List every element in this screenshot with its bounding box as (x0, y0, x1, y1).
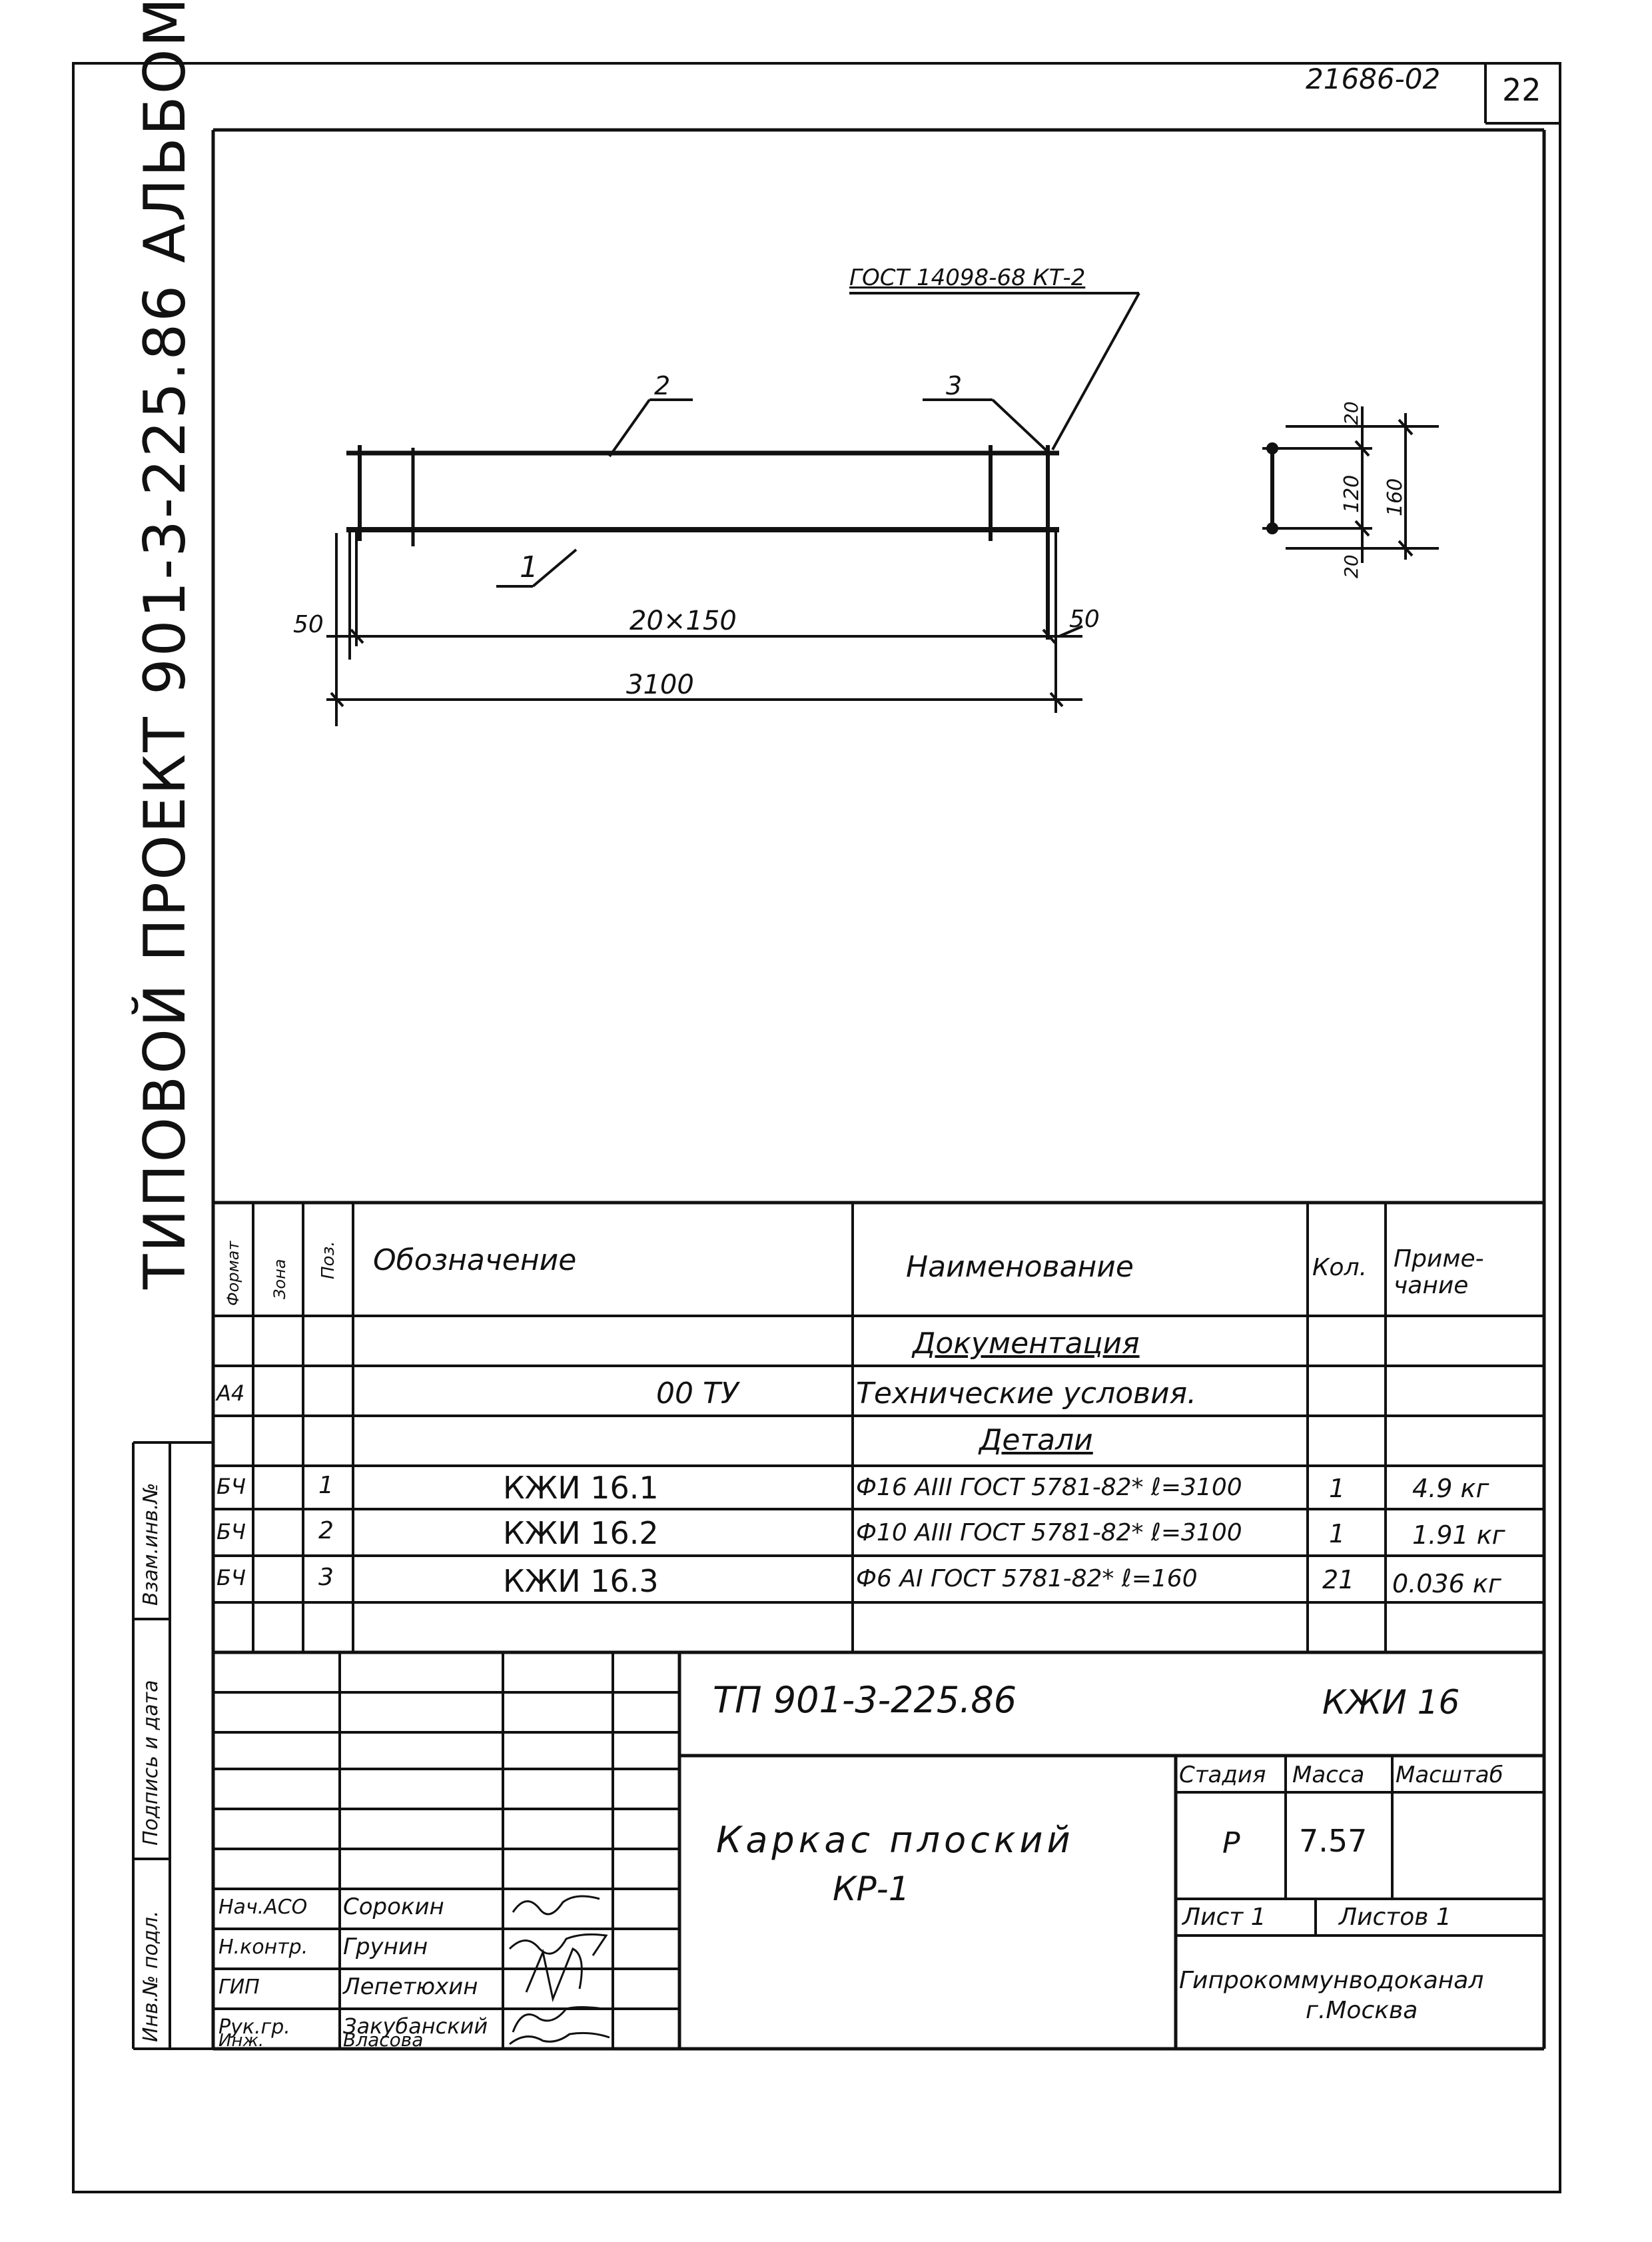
staff-name: Лепетюхин (343, 1973, 478, 2000)
row-designation: КЖИ 16.3 (503, 1563, 659, 1599)
section-parts: Детали (979, 1423, 1093, 1457)
dim-total: 3100 (626, 670, 694, 700)
row-format: БЧ (216, 1519, 246, 1544)
row-name: Ф10 АIII ГОСТ 5781-82* ℓ=3100 (856, 1519, 1242, 1546)
mass-label: Масса (1292, 1762, 1365, 1788)
row-note: 1.91 кг (1412, 1520, 1505, 1550)
margin-signature-date: Подпись и дата (139, 1680, 163, 1846)
col-format: Формат (224, 1241, 242, 1306)
col-designation: Обозначение (373, 1243, 577, 1277)
document-code: КЖИ 16 (1322, 1683, 1460, 1722)
staff-name: Закубанский (343, 2013, 488, 2039)
sheet-label: Лист 1 (1182, 1904, 1266, 1931)
row-name: Ф16 АIII ГОСТ 5781-82* ℓ=3100 (856, 1474, 1242, 1501)
row-format: БЧ (216, 1565, 246, 1590)
staff-name: Грунин (343, 1934, 428, 1960)
docs-designation: 00 ТУ (656, 1377, 739, 1410)
stage-value: Р (1222, 1826, 1240, 1860)
mass-value: 7.57 (1299, 1823, 1368, 1859)
col-name: Наименование (906, 1250, 1134, 1284)
row-pos: 3 (318, 1564, 334, 1591)
position-1-label: 1 (520, 550, 538, 584)
row-qty: 1 (1329, 1474, 1346, 1503)
dim-spacing: 20×150 (629, 606, 737, 636)
row-format: БЧ (216, 1474, 246, 1499)
row-designation: КЖИ 16.2 (503, 1515, 659, 1551)
organization-name: Гипрокоммунводоканал (1179, 1967, 1484, 1994)
row-qty: 1 (1329, 1519, 1346, 1548)
section-dim-top: 20 (1340, 401, 1362, 425)
dim-50-right: 50 (1069, 606, 1100, 633)
project-number: ТП 901-3-225.86 (713, 1679, 1017, 1721)
col-qty: Кол. (1312, 1254, 1368, 1281)
docs-format: А4 (216, 1381, 245, 1406)
gost-note: ГОСТ 14098-68 КТ-2 (849, 265, 1086, 291)
row-pos: 2 (318, 1517, 334, 1544)
position-2-label: 2 (654, 371, 671, 400)
row-pos: 1 (318, 1472, 334, 1499)
row-qty: 21 (1322, 1565, 1355, 1594)
sheets-label: Листов 1 (1339, 1904, 1451, 1931)
staff-name: Власова (343, 2029, 424, 2051)
docs-name: Технические условия. (856, 1377, 1197, 1410)
staff-role: Нач.АСО (218, 1896, 308, 1919)
section-dim-mid: 120 (1340, 474, 1364, 513)
dim-50-left: 50 (293, 611, 324, 638)
staff-role: Рук.гр. (218, 2015, 290, 2039)
margin-replaced-inv: Взам.инв.№ (139, 1482, 163, 1606)
col-pos: Поз. (318, 1241, 338, 1279)
col-note: Приме-чание (1394, 1245, 1484, 1299)
margin-original-inv: Инв.№ подл. (139, 1910, 163, 2042)
object-name: Каркас плоский (716, 1819, 1074, 1861)
col-zone: Зона (270, 1259, 289, 1299)
row-name: Ф6 АI ГОСТ 5781-82* ℓ=160 (856, 1565, 1198, 1592)
organization-city: г.Москва (1306, 1997, 1418, 2024)
section-dim-bot: 20 (1340, 554, 1362, 578)
staff-role: ГИП (218, 1975, 260, 1999)
section-documentation: Документация (913, 1327, 1140, 1361)
side-title: ТИПОВОЙ ПРОЕКТ 901-3-225.86 АЛЬБОМ III (132, 0, 199, 1289)
staff-role: Н.контр. (218, 1936, 308, 1959)
row-designation: КЖИ 16.1 (503, 1470, 659, 1506)
section-dim-total: 160 (1384, 478, 1407, 516)
stage-label: Стадия (1179, 1762, 1266, 1788)
doc-number: 21686-02 (1306, 63, 1441, 95)
row-note: 0.036 кг (1392, 1569, 1501, 1598)
row-note: 4.9 кг (1412, 1474, 1489, 1503)
position-3-label: 3 (946, 371, 963, 400)
sheet-number: 22 (1502, 72, 1541, 108)
staff-name: Сорокин (343, 1894, 444, 1920)
staff-role: Инж. (218, 2031, 264, 2051)
scale-label: Масштаб (1396, 1762, 1503, 1788)
object-mark: КР-1 (833, 1870, 910, 1908)
